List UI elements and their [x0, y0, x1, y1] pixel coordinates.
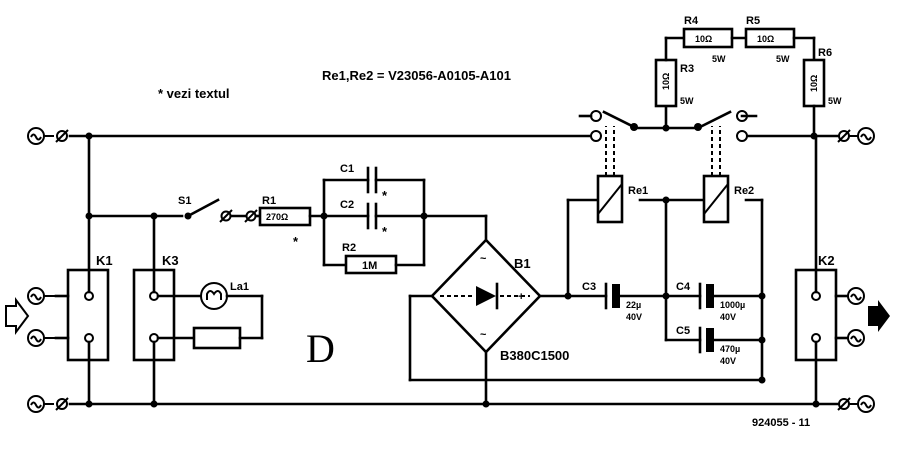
r6-value: 10Ω — [809, 75, 819, 92]
r6-power: 5W — [828, 96, 842, 106]
junction-dot — [150, 400, 158, 408]
k2-label: K2 — [818, 253, 835, 268]
la1-label: La1 — [230, 281, 249, 293]
note-label: * vezi textul — [158, 86, 230, 101]
c4-label: C4 — [676, 281, 691, 293]
c4-voltage: 40V — [720, 312, 736, 322]
rc-network — [320, 166, 488, 275]
figure-id: 924055 - 11 — [752, 417, 810, 429]
b1-tilde-bottom: ~ — [480, 329, 487, 341]
r4-value: 10Ω — [695, 34, 712, 44]
c3-value: 22µ — [626, 300, 641, 310]
input-arrow-icon — [5, 297, 30, 335]
r3-value: 10Ω — [661, 73, 671, 90]
re2-label: Re2 — [734, 185, 754, 197]
k2-socket-bottom — [847, 329, 865, 347]
junction-dot — [758, 376, 766, 384]
resistor-r1 — [258, 206, 326, 227]
junction-dot — [812, 400, 820, 408]
dc-section — [564, 196, 766, 382]
r4-label: R4 — [684, 15, 699, 27]
r6-label: R6 — [818, 47, 832, 59]
k3-label: K3 — [162, 253, 179, 268]
lamp-la1 — [200, 282, 264, 340]
relay-contact-re2 — [664, 110, 758, 142]
k1-socket-bottom — [27, 329, 56, 347]
r3-label: R3 — [680, 63, 694, 75]
r5-label: R5 — [746, 15, 760, 27]
k1-label: K1 — [96, 253, 113, 268]
r5-power: 5W — [776, 54, 790, 64]
mains-terminal-bottom-left — [27, 395, 69, 413]
c2-label: C2 — [340, 199, 354, 211]
junction-dot — [85, 132, 93, 140]
junction-dot — [85, 400, 93, 408]
c1-label: C1 — [340, 163, 354, 175]
r3-power: 5W — [680, 96, 694, 106]
relay-contact-re1 — [578, 110, 668, 142]
r2-label: R2 — [342, 242, 356, 254]
k1-socket-top — [27, 287, 56, 305]
k2-socket-top — [847, 287, 865, 305]
c4-value: 1000µ — [720, 300, 745, 310]
b1-tilde-top: ~ — [480, 253, 487, 265]
connector-k1 — [54, 134, 110, 406]
c2-star: * — [382, 224, 388, 239]
mains-terminal-bottom-right — [837, 395, 875, 413]
c5-label: C5 — [676, 325, 690, 337]
r1-value: 270Ω — [266, 212, 288, 222]
relay-re1 — [596, 126, 624, 224]
mains-terminal-top-right — [837, 127, 875, 145]
s1-label: S1 — [178, 195, 191, 207]
bridge-rectifier-b1 — [408, 238, 764, 408]
mains-terminal-top-left — [27, 127, 69, 145]
b1-plus: + — [518, 291, 524, 303]
r4-power: 5W — [712, 54, 726, 64]
b1-label: B1 — [514, 256, 531, 271]
r2-value: 1M — [362, 260, 377, 272]
lamp-resistor — [192, 326, 242, 350]
re1-label: Re1 — [628, 185, 648, 197]
connector-k2 — [794, 134, 850, 406]
r1-star: * — [293, 234, 299, 249]
corner-letter: D — [306, 326, 335, 371]
c1-star: * — [382, 188, 388, 203]
power-resistor-network — [654, 27, 826, 140]
relay-part-label: Re1,Re2 = V23056-A0105-A101 — [322, 68, 511, 83]
b1-part-label: B380C1500 — [500, 348, 569, 363]
output-arrow-icon — [868, 300, 890, 332]
c3-voltage: 40V — [626, 312, 642, 322]
c5-voltage: 40V — [720, 356, 736, 366]
switch-s1 — [85, 198, 262, 223]
connector-k3 — [132, 214, 202, 406]
r1-label: R1 — [262, 195, 276, 207]
c3-label: C3 — [582, 281, 596, 293]
c5-value: 470µ — [720, 344, 740, 354]
relay-re2 — [702, 126, 730, 224]
r5-value: 10Ω — [757, 34, 774, 44]
